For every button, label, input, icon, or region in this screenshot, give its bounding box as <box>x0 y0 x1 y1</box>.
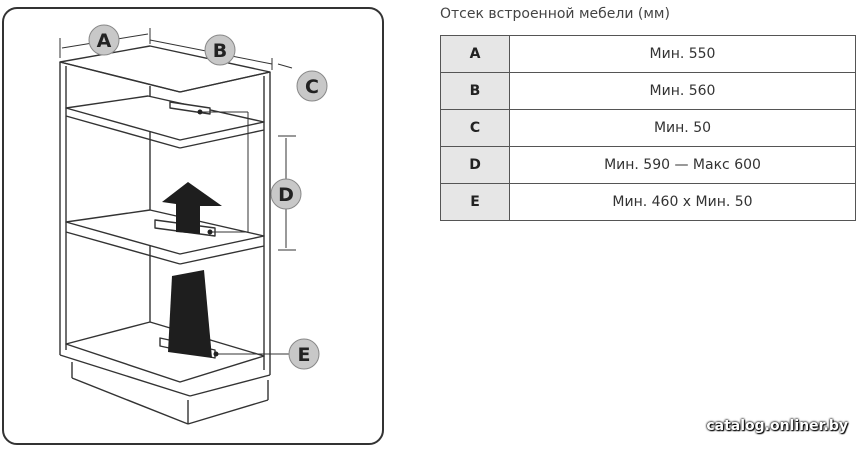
cabinet-diagram: A B C D E <box>2 7 384 445</box>
table-row: D Мин. 590 — Макс 600 <box>440 146 856 184</box>
table-row: A Мин. 550 <box>440 35 856 73</box>
dimension-key: A <box>440 35 510 73</box>
dimension-value: Мин. 560 <box>509 72 856 110</box>
dimension-value: Мин. 460 x Мин. 50 <box>509 183 856 221</box>
badge-e: E <box>288 338 320 370</box>
dimension-key: D <box>440 146 510 184</box>
table-row: E Мин. 460 x Мин. 50 <box>440 183 856 221</box>
cabinet-lines <box>59 45 271 425</box>
svg-text:D: D <box>278 184 294 206</box>
dimension-lines <box>59 28 296 355</box>
dimension-key: E <box>440 183 510 221</box>
dimension-value: Мин. 550 <box>509 35 856 73</box>
svg-text:B: B <box>213 40 227 62</box>
dimension-value: Мин. 590 — Макс 600 <box>509 146 856 184</box>
dimension-key: B <box>440 72 510 110</box>
airflow-arrows <box>162 182 222 358</box>
airflow-up-arrow-icon <box>162 182 222 234</box>
badge-d: D <box>270 178 302 210</box>
svg-text:A: A <box>97 30 112 52</box>
watermark: catalog.onliner.by <box>706 418 848 434</box>
dimensions-table: A Мин. 550 B Мин. 560 C Мин. 50 D Мин. 5… <box>440 35 856 221</box>
badge-c: C <box>296 70 328 102</box>
svg-text:E: E <box>298 344 311 366</box>
table-row: B Мин. 560 <box>440 72 856 110</box>
dimension-key: C <box>440 109 510 147</box>
leader-dots <box>197 109 219 357</box>
table-row: C Мин. 50 <box>440 109 856 147</box>
table-title: Отсек встроенной мебели (мм) <box>440 6 670 22</box>
svg-text:C: C <box>305 76 319 98</box>
badge-a: A <box>88 24 120 56</box>
airflow-column-icon <box>168 270 212 358</box>
dimension-value: Мин. 50 <box>509 109 856 147</box>
badge-b: B <box>204 34 236 66</box>
